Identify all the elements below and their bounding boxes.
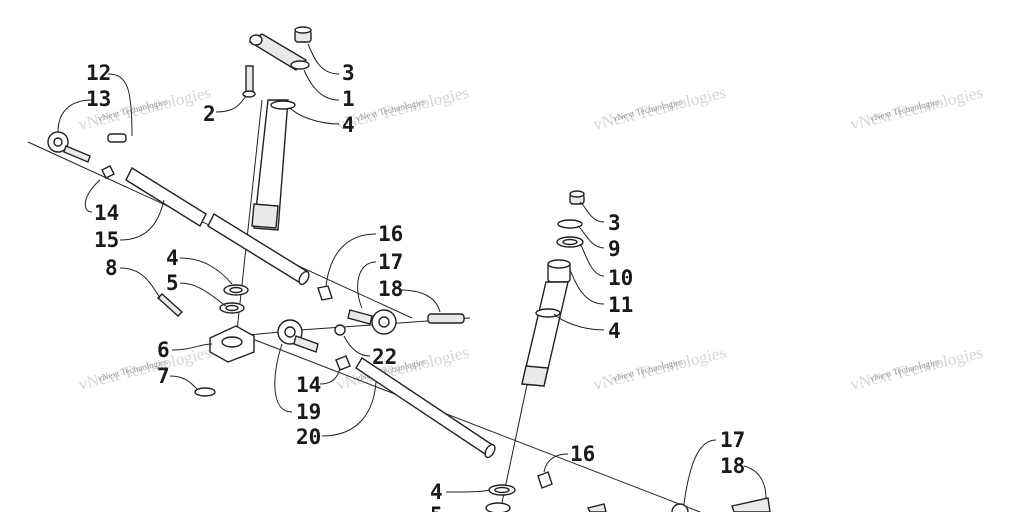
callout-16: 16 [378,222,403,246]
callout-20: 20 [296,425,321,449]
callout-3-b: 3 [608,211,621,235]
callout-18: 18 [378,277,403,301]
callout-6: 6 [157,338,170,362]
callouts: 12 13 2 3 1 4 14 15 8 4 5 6 7 16 17 18 2… [86,61,745,512]
callout-5-b: 5 [430,503,443,512]
callout-7: 7 [157,364,170,388]
callout-4: 4 [342,113,355,137]
callout-12: 12 [86,61,111,85]
callout-14-b: 14 [296,373,321,397]
callout-4-d: 4 [430,480,443,504]
callout-1: 1 [342,87,355,111]
leader-lines [57,43,767,505]
callout-10: 10 [608,266,633,290]
tie-rod-end-center [317,285,465,336]
steering-post-right [521,190,585,387]
tie-rod-upper [125,167,310,286]
callout-3: 3 [342,61,355,85]
callout-8: 8 [105,256,118,280]
callout-5: 5 [166,271,179,295]
callout-22: 22 [372,345,397,369]
steering-post-upper [248,26,312,231]
callout-17: 17 [378,250,403,274]
callout-2: 2 [203,102,216,126]
callout-15: 15 [94,228,119,252]
parts-lower-right [485,471,771,512]
callout-11: 11 [608,293,633,317]
callout-4-b: 4 [166,246,179,270]
callout-14: 14 [94,201,119,225]
assembly-axes [27,99,701,512]
callout-13: 13 [86,87,111,111]
callout-18-b: 18 [720,454,745,478]
steering-arm-6 [156,284,255,397]
tie-rod-end-left [47,131,127,179]
tie-rod-lower [277,319,496,459]
callout-9: 9 [608,237,621,261]
callout-17-b: 17 [720,428,745,452]
callout-4-c: 4 [608,319,621,343]
callout-16-b: 16 [570,442,595,466]
callout-19: 19 [296,400,321,424]
bolt-2 [242,65,256,98]
